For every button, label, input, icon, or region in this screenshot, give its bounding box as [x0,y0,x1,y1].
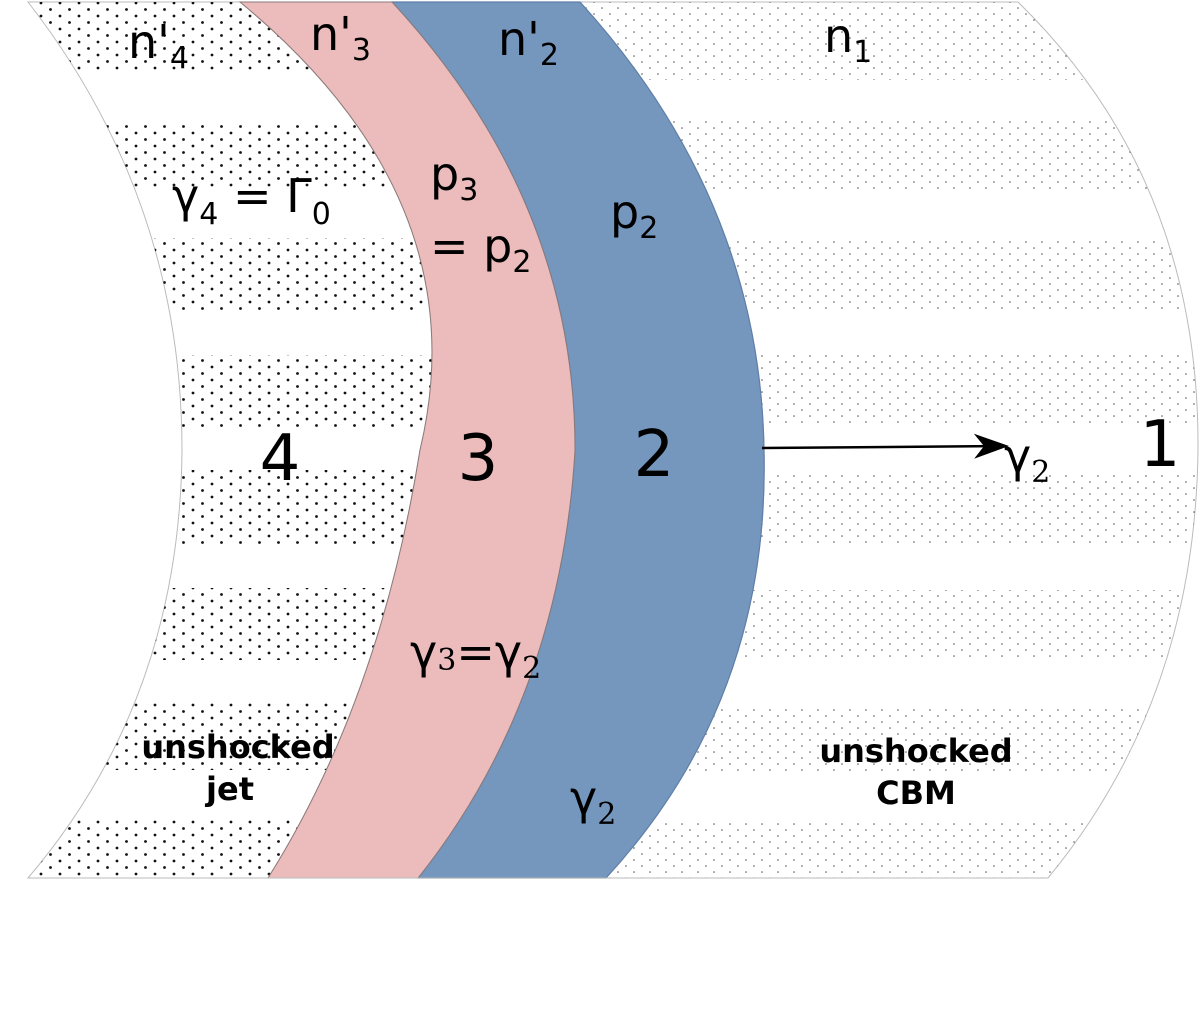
label-n3: n'3 [310,7,371,68]
label-unshocked-cbm-line2: CBM [876,774,956,812]
label-n2: n'2 [498,12,559,73]
region-number-4: 4 [260,422,301,496]
label-gamma3-equals-gamma2: γ3=γ2 [410,625,541,686]
label-p3: p3 [430,147,478,208]
label-n4: n'4 [128,15,189,76]
label-n1: n1 [824,9,872,70]
label-gamma4: γ4 = Γ0 [172,169,331,232]
region-number-1: 1 [1140,408,1181,482]
label-gamma2-bottom: γ2 [570,771,616,832]
label-unshocked-jet-line1: unshocked [141,728,334,766]
velocity-arrow [761,433,1009,459]
label-p3-equals-p2: = p2 [430,219,531,280]
label-gamma2-arrow: γ2 [1004,429,1050,490]
label-p2: p2 [610,185,658,246]
label-unshocked-jet-line2: jet [204,770,254,808]
region-number-2: 2 [634,418,675,492]
region-number-3: 3 [458,422,499,496]
label-unshocked-cbm-line1: unshocked [819,732,1012,770]
